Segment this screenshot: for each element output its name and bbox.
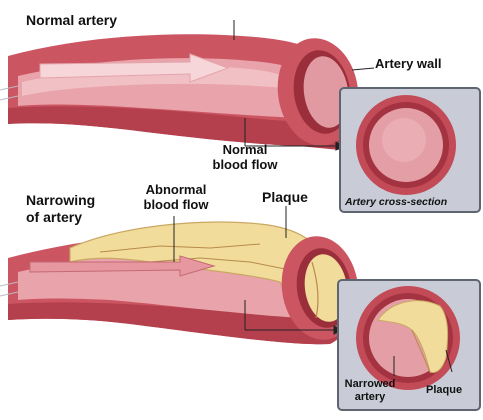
normal-artery-label: Normal artery (26, 13, 117, 28)
cross-section-label: Artery cross-section (345, 195, 447, 210)
normal-cross-section-inset (340, 88, 480, 212)
narrowing-of-artery-label: Narrowing of artery (26, 192, 95, 226)
abnormal-blood-flow-label: Abnormal blood flow (126, 182, 226, 212)
artery-wall-label: Artery wall (375, 56, 441, 71)
plaque-label-top: Plaque (262, 190, 308, 205)
normal-blood-flow-label: Normal blood flow (195, 142, 295, 172)
normal-blood-flow-line-1: Normal (195, 142, 295, 157)
narrowed-artery-illustration (0, 222, 365, 345)
plaque-label-bottom: Plaque (426, 384, 462, 397)
narrowed-artery-line-2: artery (340, 391, 400, 404)
narrowed-artery-label: Narrowed artery (340, 378, 400, 404)
abnormal-flow-line-2: blood flow (126, 197, 226, 212)
narrowing-line-2: of artery (26, 209, 95, 226)
normal-artery-illustration (0, 33, 365, 151)
narrowed-artery-line-1: Narrowed (340, 378, 400, 391)
normal-blood-flow-line-2: blood flow (195, 157, 295, 172)
narrowing-line-1: Narrowing (26, 192, 95, 209)
abnormal-flow-line-1: Abnormal (126, 182, 226, 197)
